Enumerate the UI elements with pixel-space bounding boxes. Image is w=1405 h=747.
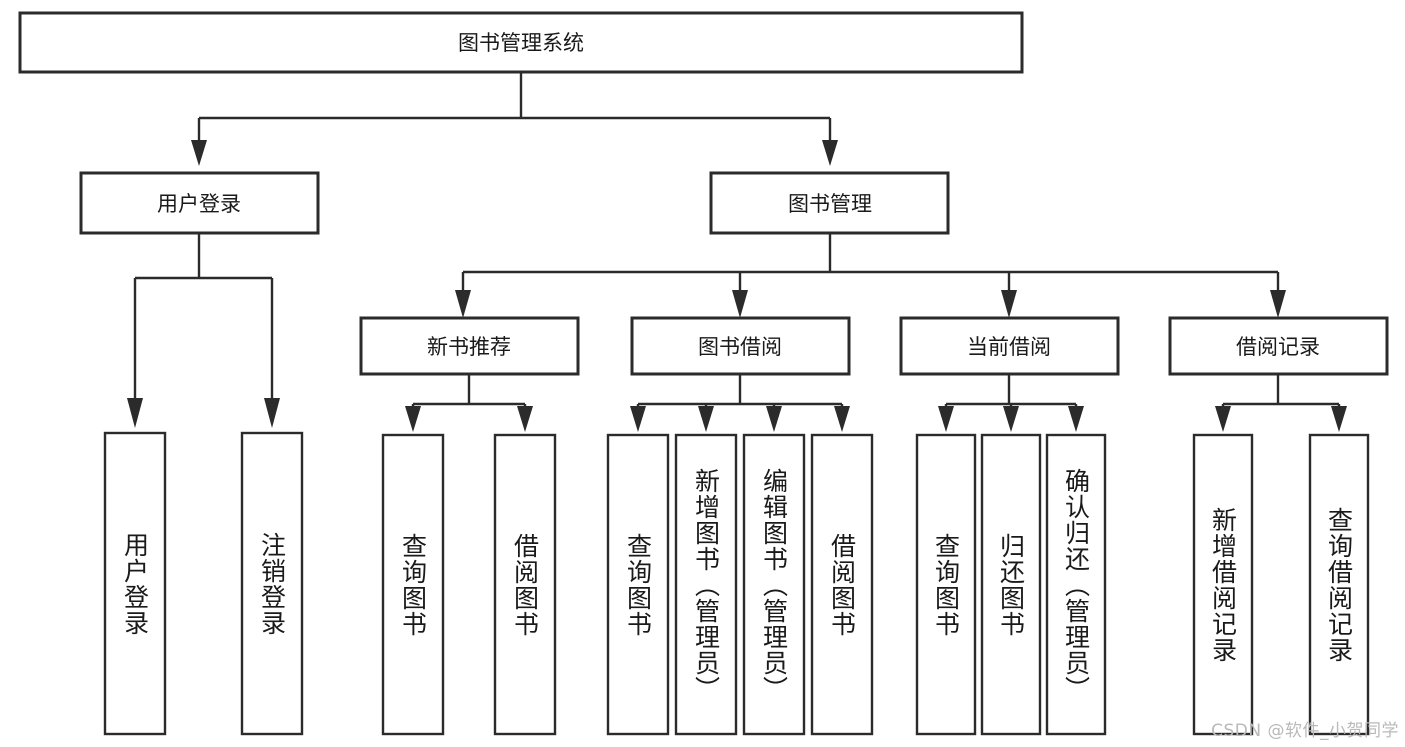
- node-user-login-box[interactable]: [79, 171, 320, 235]
- leaf-add-record-box[interactable]: [1192, 433, 1254, 736]
- leaf-confirm-return-box[interactable]: [1045, 433, 1107, 736]
- leaf-confirm-return-label: 确认归还（管理员）: [1061, 467, 1091, 702]
- arrow-root-to-user-login: [191, 140, 207, 166]
- arrow-book-borrow-leaf-4: [834, 406, 850, 432]
- node-book-borrow[interactable]: 图书借阅: [630, 316, 851, 376]
- leaf-user-login-text-area: 用户登录: [120, 531, 150, 636]
- arrow-user-login-leaf-2: [264, 398, 280, 428]
- leaf-borrow-book-1[interactable]: 借阅图书: [493, 433, 557, 736]
- leaf-add-book-label: 新增图书（管理员）: [691, 467, 721, 702]
- leaf-add-record[interactable]: 新增借阅记录: [1192, 433, 1254, 736]
- node-new-book-recommend-label: 新书推荐: [427, 335, 511, 359]
- leaf-query-book-2-box[interactable]: [606, 433, 670, 736]
- leaf-query-book-1-box[interactable]: [381, 433, 445, 736]
- arrow-root-to-book-management: [822, 140, 838, 166]
- leaf-borrow-book-1-text-area: 借阅图书: [510, 532, 540, 637]
- node-root-label: 图书管理系统: [458, 31, 584, 55]
- leaf-user-login-box[interactable]: [103, 431, 167, 736]
- leaf-confirm-return-text-area: 确认归还（管理员）: [1061, 467, 1091, 702]
- leaf-return-book-label: 归还图书: [996, 532, 1026, 637]
- arrow-current-borrow-leaf-3: [1068, 406, 1084, 432]
- leaf-edit-book-label: 编辑图书（管理员）: [759, 467, 789, 702]
- leaf-query-record-text-area: 查询借阅记录: [1324, 506, 1354, 663]
- leaf-user-login[interactable]: 用户登录: [103, 431, 167, 736]
- leaf-query-book-1-label: 查询图书: [398, 532, 428, 637]
- arrow-bm-to-borrow-record: [1270, 290, 1286, 318]
- node-book-borrow-label: 图书借阅: [698, 335, 782, 359]
- leaf-query-book-2-label: 查询图书: [623, 532, 653, 637]
- arrow-new-book-leaf-1: [405, 406, 421, 432]
- node-book-management-label: 图书管理: [788, 192, 872, 216]
- leaf-query-book-1[interactable]: 查询图书: [381, 433, 445, 736]
- node-new-book-recommend-box[interactable]: [359, 316, 580, 376]
- leaf-query-book-3[interactable]: 查询图书: [915, 433, 977, 736]
- edge-layer: [127, 72, 1347, 432]
- leaf-return-book[interactable]: 归还图书: [980, 433, 1042, 736]
- arrow-borrow-record-leaf-1: [1215, 406, 1231, 432]
- arrow-borrow-record-leaf-2: [1331, 406, 1347, 432]
- leaf-confirm-return[interactable]: 确认归还（管理员）: [1045, 433, 1107, 736]
- arrow-book-borrow-leaf-2: [698, 406, 714, 432]
- leaf-add-book-text-area: 新增图书（管理员）: [691, 467, 721, 702]
- arrow-new-book-leaf-2: [517, 406, 533, 432]
- node-book-management-box[interactable]: [709, 171, 950, 235]
- leaf-return-book-text-area: 归还图书: [996, 532, 1026, 637]
- leaf-query-book-3-box[interactable]: [915, 433, 977, 736]
- leaf-query-book-1-text-area: 查询图书: [398, 532, 428, 637]
- leaf-logout-login-text-area: 注销登录: [257, 531, 287, 636]
- node-current-borrow[interactable]: 当前借阅: [899, 316, 1120, 376]
- node-root-box[interactable]: [18, 11, 1024, 74]
- node-current-borrow-label: 当前借阅: [967, 335, 1051, 359]
- node-book-management[interactable]: 图书管理: [709, 171, 950, 235]
- node-borrow-record[interactable]: 借阅记录: [1168, 316, 1389, 376]
- node-borrow-record-label: 借阅记录: [1236, 335, 1320, 359]
- arrow-bm-to-new-book-recommend: [455, 290, 471, 318]
- leaf-edit-book-box[interactable]: [742, 433, 806, 736]
- leaf-logout-login[interactable]: 注销登录: [240, 431, 304, 736]
- node-new-book-recommend[interactable]: 新书推荐: [359, 316, 580, 376]
- node-user-login[interactable]: 用户登录: [79, 171, 320, 235]
- leaf-query-record[interactable]: 查询借阅记录: [1308, 433, 1370, 736]
- arrow-user-login-leaf-1: [127, 398, 143, 428]
- leaf-query-book-3-text-area: 查询图书: [931, 532, 961, 637]
- leaf-query-book-2-text-area: 查询图书: [623, 532, 653, 637]
- arrow-bm-to-book-borrow: [732, 290, 748, 318]
- leaf-edit-book-text-area: 编辑图书（管理员）: [759, 467, 789, 702]
- arrow-bm-to-current-borrow: [1001, 290, 1017, 318]
- node-user-login-label: 用户登录: [157, 192, 241, 216]
- leaf-query-record-label: 查询借阅记录: [1324, 506, 1354, 663]
- node-borrow-record-box[interactable]: [1168, 316, 1389, 376]
- arrow-current-borrow-leaf-1: [938, 406, 954, 432]
- leaf-add-book[interactable]: 新增图书（管理员）: [674, 433, 738, 736]
- arrow-book-borrow-leaf-1: [630, 406, 646, 432]
- leaf-borrow-book-1-box[interactable]: [493, 433, 557, 736]
- arrow-current-borrow-leaf-2: [1003, 406, 1019, 432]
- leaf-add-record-text-area: 新增借阅记录: [1208, 506, 1238, 663]
- leaf-borrow-book-2-box[interactable]: [810, 433, 874, 736]
- leaf-borrow-book-2-text-area: 借阅图书: [827, 532, 857, 637]
- leaf-add-record-label: 新增借阅记录: [1208, 506, 1238, 663]
- node-book-borrow-box[interactable]: [630, 316, 851, 376]
- leaf-user-login-label: 用户登录: [120, 531, 150, 636]
- leaf-query-book-2[interactable]: 查询图书: [606, 433, 670, 736]
- leaf-return-book-box[interactable]: [980, 433, 1042, 736]
- leaf-edit-book[interactable]: 编辑图书（管理员）: [742, 433, 806, 736]
- node-root[interactable]: 图书管理系统: [18, 11, 1024, 74]
- leaf-add-book-box[interactable]: [674, 433, 738, 736]
- leaf-query-record-box[interactable]: [1308, 433, 1370, 736]
- node-current-borrow-box[interactable]: [899, 316, 1120, 376]
- leaf-logout-login-box[interactable]: [240, 431, 304, 736]
- leaf-borrow-book-1-label: 借阅图书: [510, 532, 540, 637]
- leaf-query-book-3-label: 查询图书: [931, 532, 961, 637]
- leaf-borrow-book-2-label: 借阅图书: [827, 532, 857, 637]
- arrow-book-borrow-leaf-3: [766, 406, 782, 432]
- leaf-borrow-book-2[interactable]: 借阅图书: [810, 433, 874, 736]
- leaf-logout-login-label: 注销登录: [257, 531, 287, 636]
